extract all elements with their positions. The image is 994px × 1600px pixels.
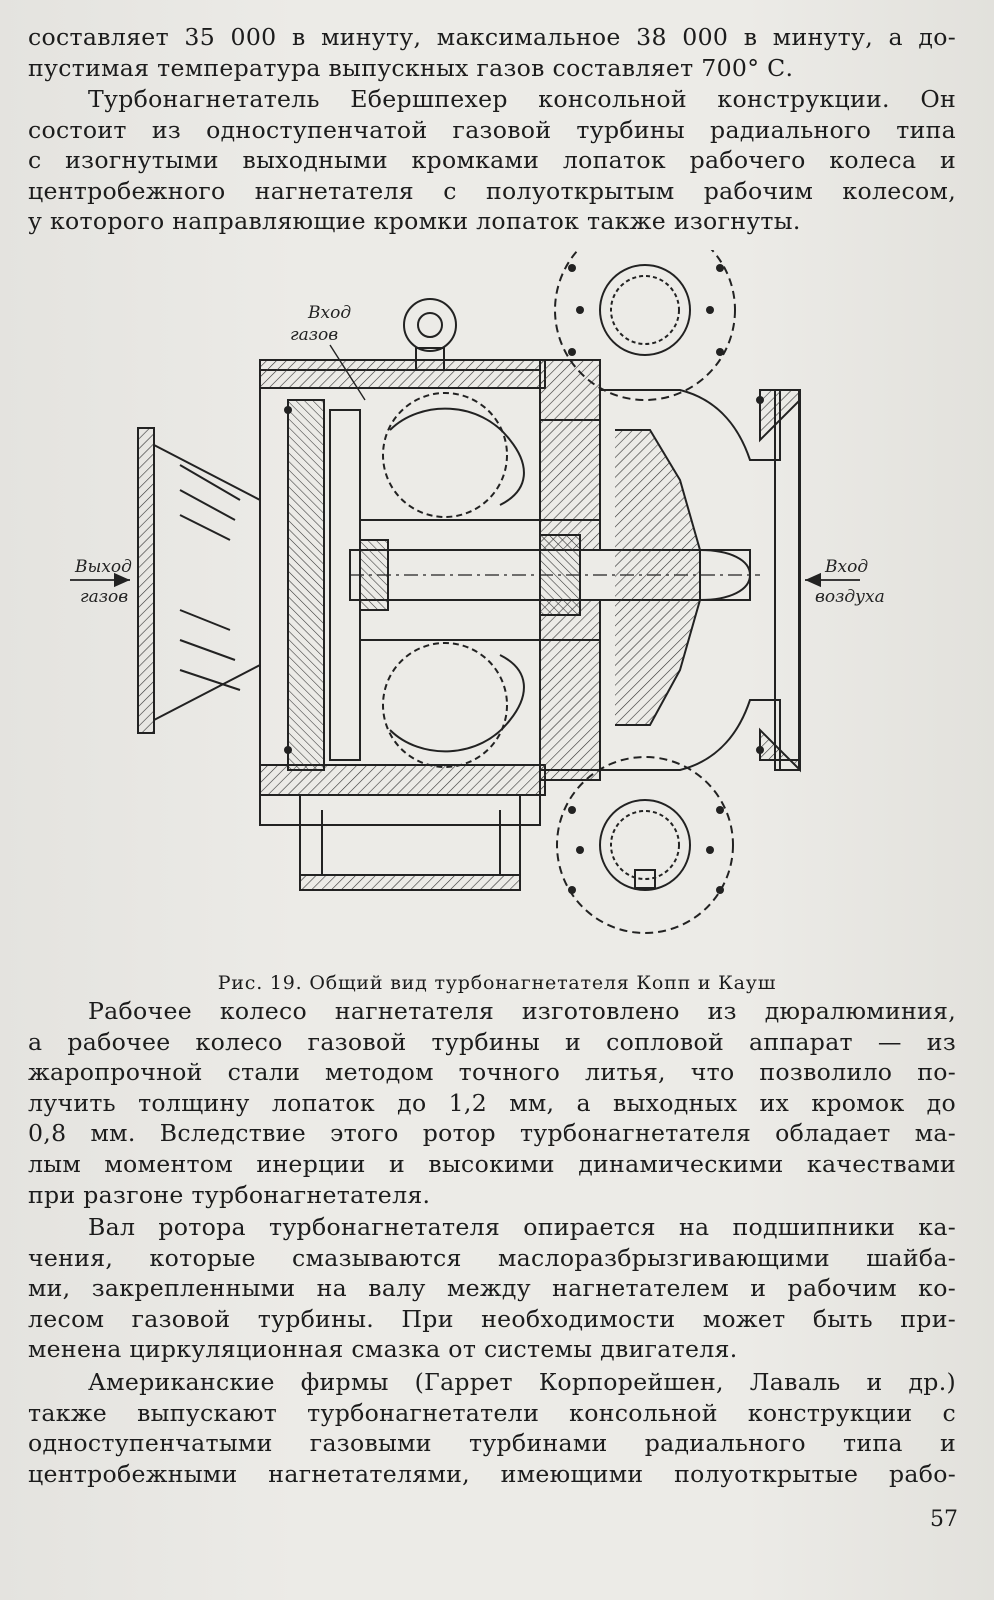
text-line: менена циркуляционная смазка от системы … [28,1335,738,1364]
text-line: с изогнутыми выходными кромками лопаток … [28,146,956,175]
text-line: составляет 35 000 в минуту, максимальное… [28,23,956,51]
text-line: лучить толщину лопаток до 1,2 мм, а выхо… [28,1088,956,1117]
air-inlet-label: Вход [824,557,868,577]
text-line: центробежными нагнетателями, имеющими по… [28,1459,956,1488]
text-line: также выпускают турбонагнетатели консоль… [28,1398,956,1427]
air-inlet-label: воздуха [815,587,885,607]
paragraph-3: Рабочее колесо нагнетателя изготовлено и… [28,996,956,1210]
text-line: 0,8 мм. Вследствие этого ротор турбонагн… [28,1119,956,1148]
text-line: жаропрочной стали методом точного литья,… [28,1058,956,1087]
text-line: Вал ротора турбонагнетателя опирается на… [88,1213,956,1241]
gas-inlet-label: газов [290,325,338,345]
text-line: состоит из одноступенчатой газовой турби… [28,115,956,144]
text-line: лесом газовой турбины. При необходимости… [28,1304,956,1333]
text-line: лым моментом инерции и высокими динамиче… [28,1149,956,1178]
text-line: при разгоне турбонагнетателя. [28,1180,431,1209]
gas-inlet-label: Вход [307,303,351,323]
paragraph-2: Турбонагнетатель Ебершпехер консольной к… [28,84,956,237]
figure-caption: Рис. 19. Общий вид турбонагнетателя Копп… [217,972,777,994]
text-line: у которого направляющие кромки лопаток т… [28,207,801,236]
paragraph-4: Вал ротора турбонагнетателя опирается на… [28,1212,956,1365]
text-line: ми, закрепленными на валу между нагнетат… [28,1274,956,1303]
text-line: Турбонагнетатель Ебершпехер консольной к… [88,85,956,113]
paragraph-5: Американские фирмы (Гаррет Корпорейшен, … [28,1367,956,1489]
text-line: одноступенчатыми газовыми турбинами ради… [28,1429,956,1458]
page-number: 57 [930,1507,958,1532]
text-line: пустимая температура выпускных газов сос… [28,53,794,82]
paragraph-1: составляет 35 000 в минуту, максимальное… [28,22,956,83]
text-line: центробежного нагнетателя с полуоткрытым… [28,176,956,205]
gas-outlet-label: Выход [74,557,132,577]
text-line: Американские фирмы (Гаррет Корпорейшен, … [88,1368,956,1396]
turbocharger-drawing: Вход газов Выход газов Вход воздуха [70,250,885,934]
text-line: Рабочее колесо нагнетателя изготовлено и… [88,997,956,1025]
text-line: чения, которые смазываются маслоразбрызг… [28,1243,956,1272]
text-line: а рабочее колесо газовой турбины и сопло… [28,1027,956,1056]
gas-outlet-label: газов [80,587,128,607]
